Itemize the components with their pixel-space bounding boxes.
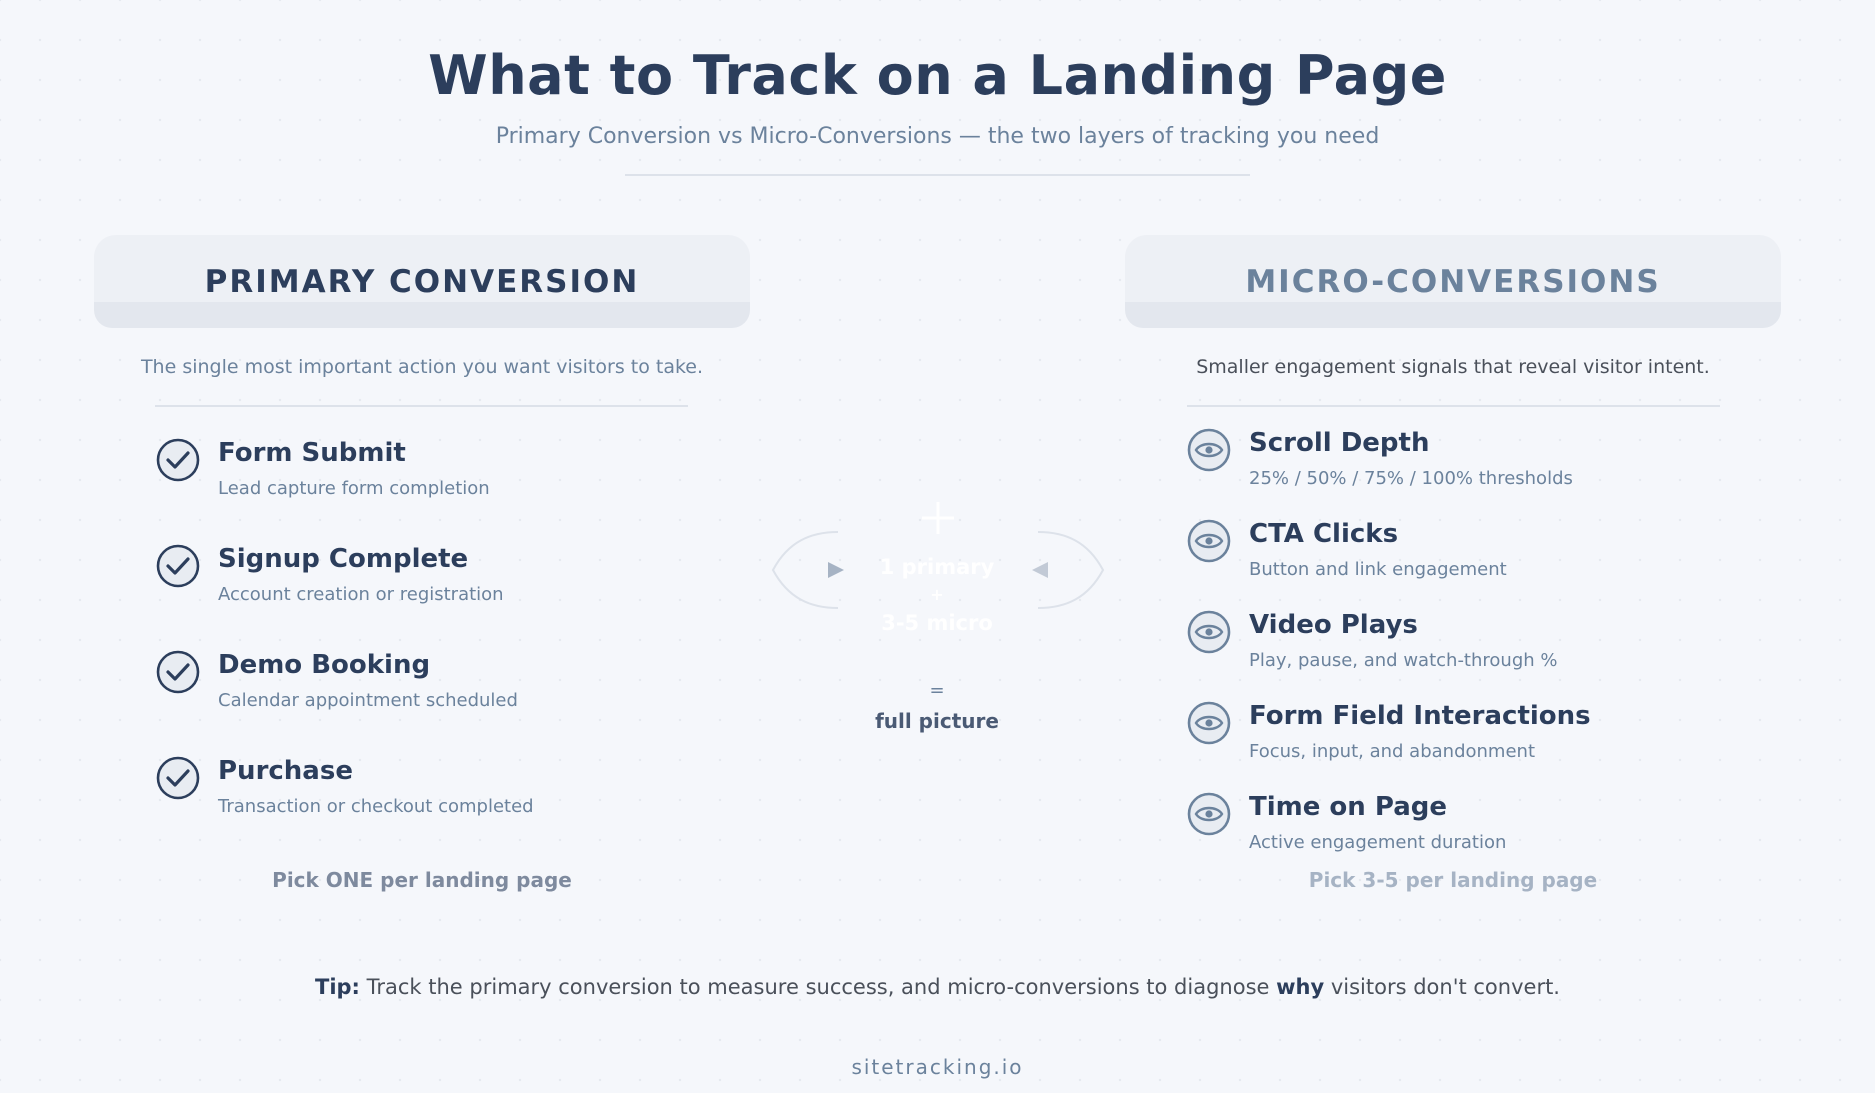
eye-icon — [1187, 701, 1231, 745]
eye-icon — [1187, 428, 1231, 472]
micro-item-desc: Focus, input, and abandonment — [1249, 741, 1535, 762]
tip-emphasis: why — [1276, 975, 1325, 999]
plus-icon — [922, 502, 954, 534]
eye-icon — [1187, 792, 1231, 836]
eye-icon — [1187, 519, 1231, 563]
center-line-primary: 1 primary — [879, 555, 995, 579]
center-equals: = — [929, 680, 945, 701]
tip-text-after: visitors don't convert. — [1324, 975, 1560, 999]
page-title: What to Track on a Landing Page — [428, 44, 1447, 107]
primary-item-desc: Account creation or registration — [218, 584, 504, 605]
tip-label: Tip: — [315, 975, 360, 999]
primary-conversion-heading: PRIMARY CONVERSION — [94, 235, 750, 328]
center-connector — [771, 531, 1105, 609]
primary-item-desc: Calendar appointment scheduled — [218, 690, 518, 711]
primary-item-title: Demo Booking — [218, 650, 431, 680]
tip-text-before: Track the primary conversion to measure … — [359, 975, 1277, 999]
micro-item-desc: Play, pause, and watch-through % — [1249, 650, 1558, 671]
arrow-right-icon — [828, 562, 844, 578]
primary-item-title: Signup Complete — [218, 544, 469, 574]
primary-item-desc: Lead capture form completion — [218, 478, 490, 499]
micro-item-desc: Button and link engagement — [1249, 559, 1507, 580]
check-circle-icon — [156, 544, 200, 588]
micro-conversions-description: Smaller engagement signals that reveal v… — [1196, 356, 1710, 378]
center-line-plus: + — [930, 585, 944, 604]
micro-item-title: Scroll Depth — [1249, 428, 1430, 458]
check-circle-icon — [156, 438, 200, 482]
micro-divider — [1187, 405, 1720, 407]
center-line-micro: 3-5 micro — [881, 611, 993, 635]
footer-site: sitetracking.io — [851, 1055, 1024, 1079]
check-circle-icon — [156, 756, 200, 800]
primary-item-desc: Transaction or checkout completed — [218, 796, 534, 817]
eye-icon — [1187, 610, 1231, 654]
micro-item-title: Video Plays — [1249, 610, 1418, 640]
page-subtitle: Primary Conversion vs Micro-Conversions … — [495, 124, 1380, 149]
micro-conversions-heading: MICRO-CONVERSIONS — [1125, 235, 1781, 328]
center-result: full picture — [875, 709, 999, 733]
primary-divider — [155, 405, 688, 407]
micro-item-desc: 25% / 50% / 75% / 100% thresholds — [1249, 468, 1573, 489]
primary-item-title: Form Submit — [218, 438, 406, 468]
micro-item-title: Form Field Interactions — [1249, 701, 1591, 731]
micro-pick-note: Pick 3-5 per landing page — [1308, 868, 1598, 892]
check-circle-icon — [156, 650, 200, 694]
primary-pick-note: Pick ONE per landing page — [272, 868, 572, 892]
tip-text: Tip: Track the primary conversion to mea… — [0, 975, 1875, 999]
primary-item-title: Purchase — [218, 756, 353, 786]
micro-item-title: CTA Clicks — [1249, 519, 1399, 549]
primary-conversion-description: The single most important action you wan… — [140, 356, 704, 378]
arrow-left-icon — [1032, 562, 1048, 578]
micro-item-title: Time on Page — [1249, 792, 1447, 822]
micro-item-desc: Active engagement duration — [1249, 832, 1507, 853]
header-divider — [625, 174, 1250, 176]
